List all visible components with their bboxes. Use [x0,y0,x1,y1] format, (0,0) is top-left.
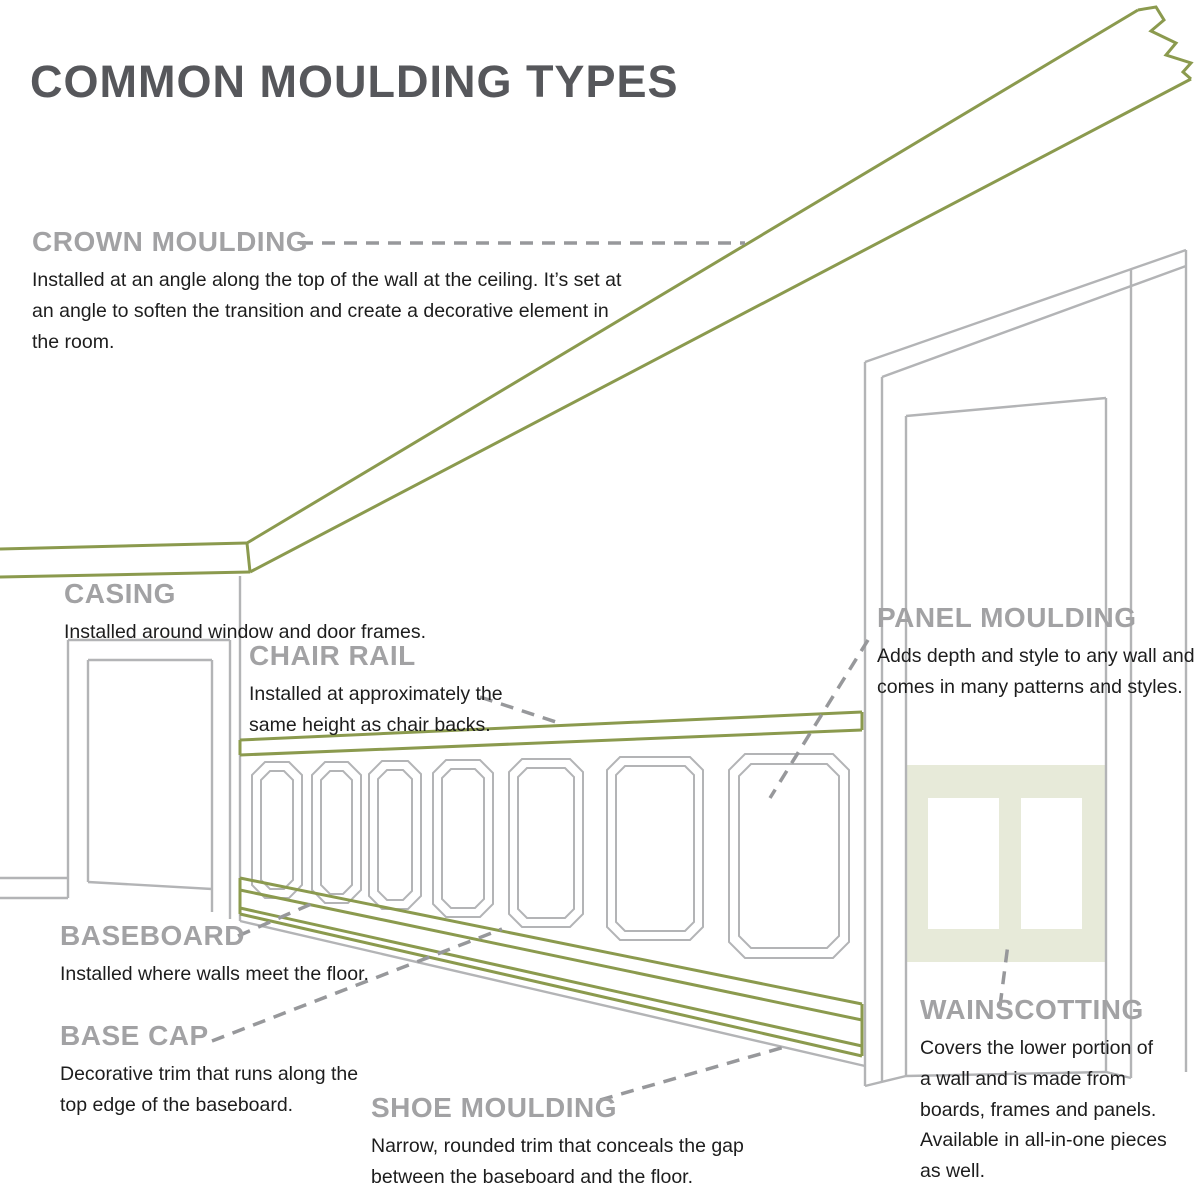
wainscot-panels [905,765,1105,962]
baseboard-highlight [238,876,864,1058]
label-wainscotting: WAINSCOTTING [920,994,1144,1025]
chair-rail-highlight [238,710,864,757]
desc-base-cap: Decorative trim that runs along the top … [60,1063,359,1116]
leader-line-chair-rail [479,695,557,724]
callout-chair-rail: CHAIR RAIL Installed at approximately th… [249,640,521,741]
callout-casing: CASING Installed around window and door … [64,578,484,648]
label-panel-moulding: PANEL MOULDING [877,602,1137,633]
label-baseboard: BASEBOARD [60,920,245,951]
callout-panel-moulding: PANEL MOULDING Adds depth and style to a… [877,602,1199,703]
crown-moulding-highlight [0,5,1194,579]
casing-drawing [66,638,232,919]
callout-shoe-moulding: SHOE MOULDING Narrow, rounded trim that … [371,1092,776,1193]
label-chair-rail: CHAIR RAIL [249,640,416,671]
door-frame-drawing [863,248,1188,1088]
leader-line-base-cap [211,927,503,1043]
panel-moulding-drawing [251,753,850,959]
label-crown-moulding: CROWN MOULDING [32,226,309,257]
label-base-cap: BASE CAP [60,1020,209,1051]
leader-line-shoe-moulding [599,1044,789,1102]
leader-lines [211,241,1010,1102]
desc-panel-moulding: Adds depth and style to any wall and com… [877,645,1195,698]
label-casing: CASING [64,578,176,609]
callout-baseboard: BASEBOARD Installed where walls meet the… [60,920,410,990]
desc-crown-moulding: Installed at an angle along the top of t… [32,269,622,353]
desc-wainscotting: Covers the lower portion of a wall and i… [920,1037,1167,1183]
leader-line-baseboard [237,899,319,938]
desc-shoe-moulding: Narrow, rounded trim that conceals the g… [371,1135,744,1188]
room-structure-lines [0,248,1188,1088]
page-title: COMMON MOULDING TYPES [30,56,679,107]
desc-casing: Installed around window and door frames. [64,621,427,643]
callout-crown-moulding: CROWN MOULDING Installed at an angle alo… [32,226,622,357]
leader-line-panel-moulding [768,639,870,799]
desc-chair-rail: Installed at approximately the same heig… [249,683,503,736]
leader-line-wainscotting [998,943,1010,1007]
callout-base-cap: BASE CAP Decorative trim that runs along… [60,1020,365,1121]
label-shoe-moulding: SHOE MOULDING [371,1092,618,1123]
desc-baseboard: Installed where walls meet the floor. [60,963,369,985]
callout-wainscotting: WAINSCOTTING Covers the lower portion of… [920,994,1168,1187]
